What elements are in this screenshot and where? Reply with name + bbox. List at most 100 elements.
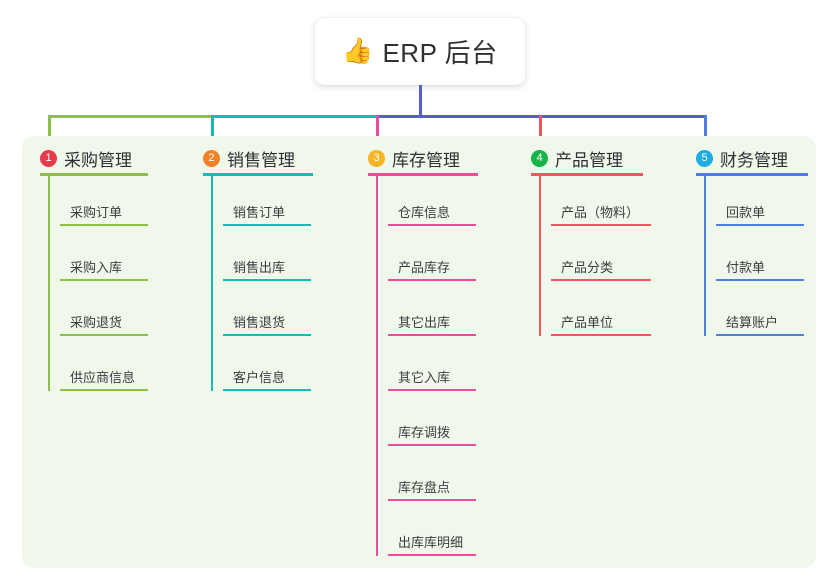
leaf-node[interactable]: 产品库存: [388, 251, 488, 281]
leaf-label: 库存调拨: [398, 425, 451, 440]
branch-header-2[interactable]: 2 销售管理: [203, 146, 295, 171]
branch-title-5: 财务管理: [720, 151, 788, 170]
branch-title-4: 产品管理: [555, 151, 623, 170]
leaf-node[interactable]: 回款单: [716, 196, 816, 226]
branch-header-4[interactable]: 4 产品管理: [531, 146, 623, 171]
leaf-node[interactable]: 供应商信息: [60, 361, 160, 391]
leaf-node[interactable]: 结算账户: [716, 306, 816, 336]
branch-trunk-line-1: [48, 175, 50, 391]
branch-number-badge-5: 5: [696, 150, 713, 167]
bus-segment-teal: [211, 115, 376, 118]
branch-number-badge-1: 1: [40, 150, 57, 167]
branch-trunk-line-5: [704, 175, 706, 336]
branch-number-badge-4: 4: [531, 150, 548, 167]
branch-column-5: 5 财务管理回款单付款单结算账户: [696, 136, 839, 568]
leaf-label: 销售退货: [233, 315, 286, 330]
branch-title-3: 库存管理: [392, 151, 460, 170]
leaf-label: 客户信息: [233, 370, 286, 385]
leaf-label: 付款单: [726, 260, 766, 275]
branch-trunk-line-4: [539, 175, 541, 336]
leaf-node[interactable]: 产品单位: [551, 306, 651, 336]
branch-header-5[interactable]: 5 财务管理: [696, 146, 788, 171]
leaf-underline: [388, 389, 476, 391]
leaf-node[interactable]: 库存调拨: [388, 416, 488, 446]
leaf-underline: [388, 279, 476, 281]
leaf-label: 产品（物料）: [561, 205, 640, 220]
leaf-label: 产品单位: [561, 315, 614, 330]
leaf-node[interactable]: 其它出库: [388, 306, 488, 336]
leaf-underline: [388, 334, 476, 336]
leaf-label: 库存盘点: [398, 480, 451, 495]
leaf-underline: [716, 224, 804, 226]
leaf-label: 出库库明细: [398, 535, 464, 550]
branch-underline-2: [203, 173, 313, 176]
leaf-underline: [551, 224, 651, 226]
leaf-underline: [223, 279, 311, 281]
leaf-underline: [551, 334, 651, 336]
branch-number-badge-2: 2: [203, 150, 220, 167]
branch-trunk-line-3: [376, 175, 378, 556]
leaf-label: 销售订单: [233, 205, 286, 220]
branch-column-4: 4 产品管理产品（物料） 产品分类产品单位: [531, 136, 683, 568]
leaf-underline: [60, 389, 148, 391]
leaf-node[interactable]: 产品（物料）: [551, 196, 651, 226]
branch-header-1[interactable]: 1 采购管理: [40, 146, 132, 171]
leaf-node[interactable]: 库存盘点: [388, 471, 488, 501]
branch-panel: [22, 136, 816, 568]
leaf-underline: [223, 334, 311, 336]
branch-column-3: 3 库存管理仓库信息产品库存其它出库其它入库库存调拨库存盘点出库库明细: [368, 136, 518, 568]
root-node-content: 👍 ERP 后台: [342, 33, 497, 70]
leaf-node[interactable]: 仓库信息: [388, 196, 488, 226]
leaf-label: 产品分类: [561, 260, 614, 275]
leaf-label: 采购订单: [70, 205, 123, 220]
leaf-underline: [223, 224, 311, 226]
leaf-underline: [388, 224, 476, 226]
leaf-label: 供应商信息: [70, 370, 136, 385]
branch-header-3[interactable]: 3 库存管理: [368, 146, 460, 171]
leaf-node[interactable]: 采购退货: [60, 306, 160, 336]
leaf-node[interactable]: 付款单: [716, 251, 816, 281]
branch-number-badge-3: 3: [368, 150, 385, 167]
root-node-card[interactable]: 👍 ERP 后台: [315, 18, 525, 85]
leaf-underline: [60, 334, 148, 336]
leaf-underline: [716, 334, 804, 336]
leaf-node[interactable]: 销售订单: [223, 196, 323, 226]
leaf-underline: [388, 554, 476, 556]
leaf-node[interactable]: 采购订单: [60, 196, 160, 226]
leaf-label: 仓库信息: [398, 205, 451, 220]
leaf-node[interactable]: 出库库明细: [388, 526, 488, 556]
branch-title-2: 销售管理: [227, 151, 295, 170]
leaf-node[interactable]: 产品分类: [551, 251, 651, 281]
branch-underline-1: [40, 173, 148, 176]
bus-segment-green: [48, 115, 211, 118]
branch-underline-4: [531, 173, 643, 176]
root-stem-line: [419, 85, 422, 118]
leaf-label: 产品库存: [398, 260, 451, 275]
leaf-label: 其它出库: [398, 315, 451, 330]
branch-trunk-line-2: [211, 175, 213, 391]
root-node-title: ERP 后台: [382, 38, 498, 68]
thumbs-up-icon: 👍: [342, 37, 374, 65]
leaf-underline: [716, 279, 804, 281]
leaf-underline: [551, 279, 651, 281]
leaf-node[interactable]: 其它入库: [388, 361, 488, 391]
branch-column-2: 2 销售管理销售订单销售出库销售退货客户信息: [203, 136, 353, 568]
leaf-label: 回款单: [726, 205, 766, 220]
leaf-node[interactable]: 采购入库: [60, 251, 160, 281]
leaf-node[interactable]: 销售退货: [223, 306, 323, 336]
leaf-underline: [388, 499, 476, 501]
leaf-underline: [223, 389, 311, 391]
leaf-label: 采购退货: [70, 315, 123, 330]
leaf-label: 结算账户: [726, 315, 779, 330]
leaf-underline: [388, 444, 476, 446]
branch-title-1: 采购管理: [64, 151, 132, 170]
leaf-node[interactable]: 销售出库: [223, 251, 323, 281]
branch-underline-5: [696, 173, 808, 176]
leaf-label: 销售出库: [233, 260, 286, 275]
branch-column-1: 1 采购管理采购订单采购入库采购退货供应商信息: [40, 136, 188, 568]
leaf-node[interactable]: 客户信息: [223, 361, 323, 391]
leaf-underline: [60, 224, 148, 226]
leaf-label: 采购入库: [70, 260, 123, 275]
leaf-underline: [60, 279, 148, 281]
